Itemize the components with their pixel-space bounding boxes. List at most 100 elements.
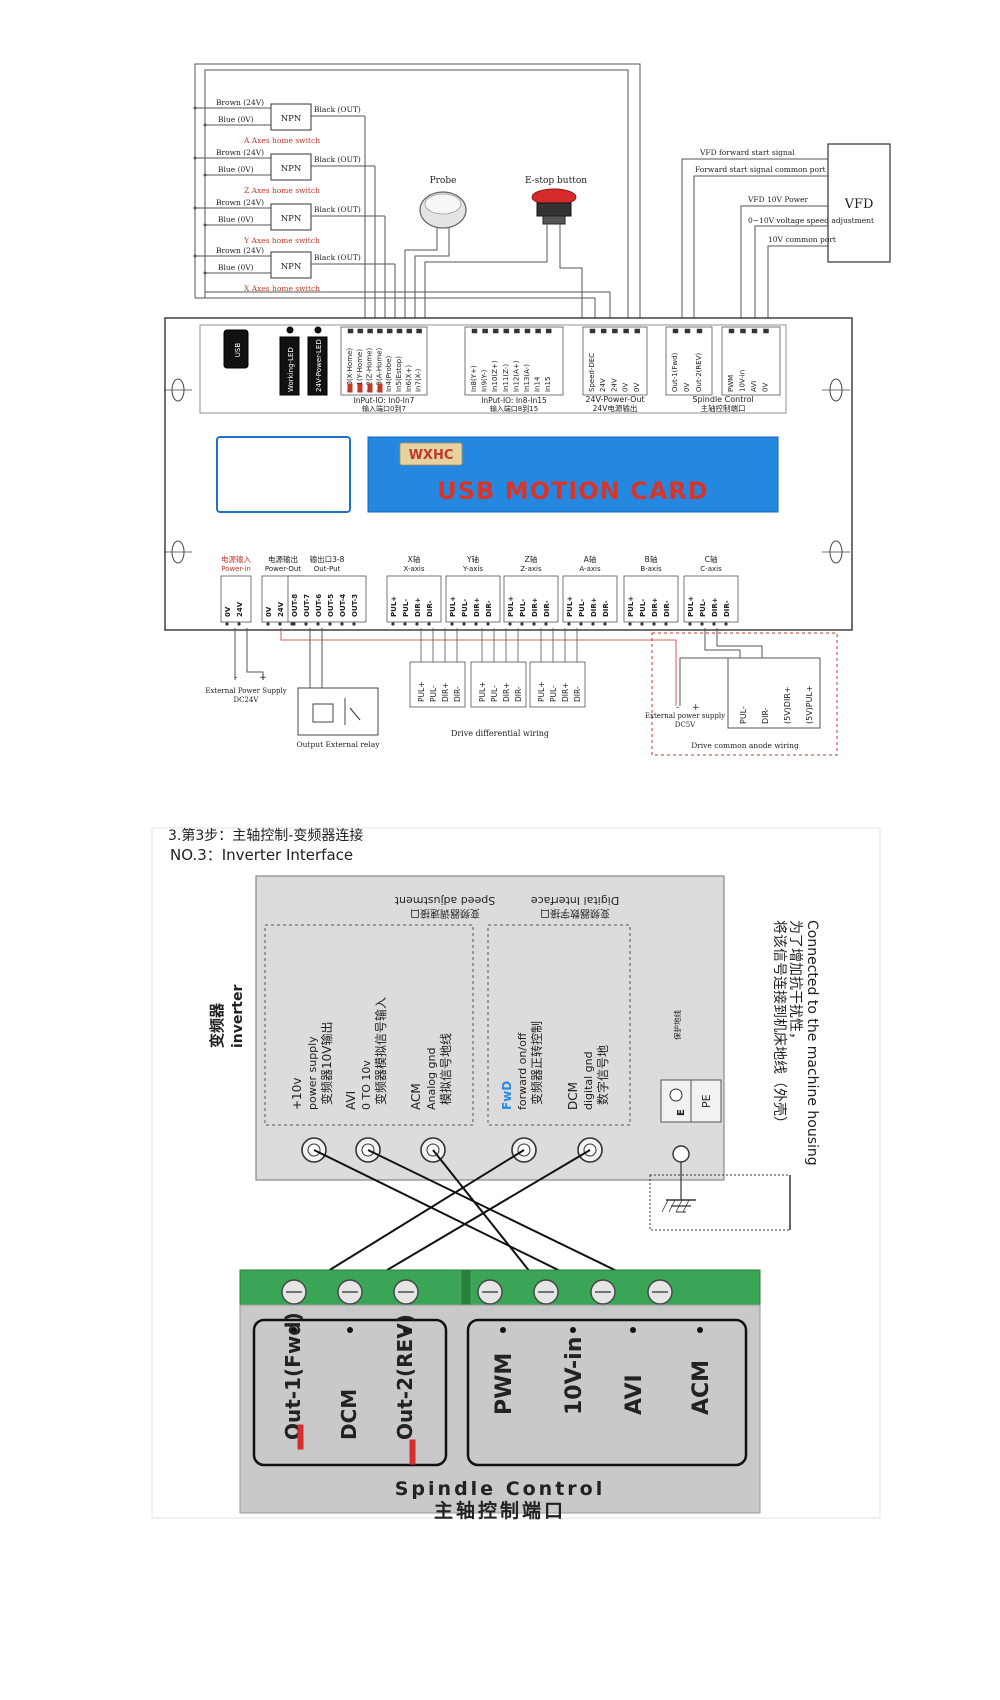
estop-base bbox=[542, 215, 566, 225]
pin-terminal bbox=[377, 328, 383, 334]
bottom-pin-label: PUL- bbox=[519, 599, 527, 617]
input-block-2-label: InPut-IO: In8-In15 bbox=[481, 396, 547, 405]
crossing-wire bbox=[293, 1149, 525, 1293]
input-pin-label: 0V bbox=[683, 383, 691, 392]
crossing-wire bbox=[367, 1149, 661, 1293]
spindle-port-photo bbox=[239, 1304, 761, 1514]
bottom-pin-label: OUT-5 bbox=[327, 594, 335, 617]
pin-terminal bbox=[367, 328, 373, 334]
digital-cn: 变频器数字接口 bbox=[540, 907, 610, 920]
bottom-group-en: B-axis bbox=[640, 565, 662, 573]
pin-dot bbox=[352, 622, 356, 626]
home-switch-label: Z Axes home switch bbox=[244, 186, 320, 195]
pin-terminal bbox=[672, 328, 679, 334]
bottom-pin-label: DIR- bbox=[426, 600, 434, 617]
pin-dot bbox=[415, 622, 419, 626]
input-pin-label: In10(Z+) bbox=[491, 360, 499, 392]
terminal-name: FwD bbox=[500, 1081, 514, 1110]
photo-dot bbox=[697, 1327, 703, 1333]
estop-wire bbox=[559, 224, 583, 325]
terminal-en: 0 TO 10v bbox=[360, 1060, 373, 1110]
pin-dot bbox=[700, 622, 704, 626]
pin-dot bbox=[591, 622, 595, 626]
pin-dot bbox=[304, 622, 308, 626]
lcd-display bbox=[216, 436, 351, 513]
probe-wire bbox=[404, 228, 438, 325]
digital-en: Digital Interface bbox=[531, 894, 620, 907]
input-block-1-cn: 输入端口0到7 bbox=[362, 404, 406, 413]
driver-pin-label: PUL- bbox=[429, 685, 438, 702]
bottom-group-en: Power-in bbox=[221, 565, 251, 573]
vfd-fwd-signal-label: VFD forward start signal bbox=[699, 148, 795, 157]
switch-brown-label: Brown (24V) bbox=[216, 148, 264, 157]
pin-dot bbox=[532, 622, 536, 626]
pin-terminal bbox=[406, 328, 413, 334]
photo-left-label: Out-2(REV) bbox=[393, 1314, 417, 1440]
inverter-cn: 变频器 bbox=[208, 1002, 226, 1048]
bottom-connector bbox=[445, 575, 501, 623]
pin-dot bbox=[712, 622, 716, 626]
bus-0v-to-card bbox=[205, 291, 611, 325]
pin-dot bbox=[724, 622, 728, 626]
digital-group bbox=[487, 924, 631, 1126]
photo-right-label: AVI bbox=[622, 1374, 647, 1415]
terminal-name: +10v bbox=[290, 1078, 304, 1110]
estop-body bbox=[536, 202, 572, 217]
note-en: Connected to the machine housing bbox=[804, 920, 820, 1166]
pin-terminal bbox=[471, 328, 478, 334]
npn-label: NPN bbox=[281, 262, 302, 272]
input-pin-label: In13(A-) bbox=[523, 364, 531, 392]
spindle-header-2 bbox=[721, 326, 781, 396]
input-pin-label: In2(Z-Home) bbox=[366, 347, 374, 392]
bottom-group-cn: Y轴 bbox=[466, 554, 479, 564]
bottom-group-cn: X轴 bbox=[408, 554, 421, 564]
red-marker bbox=[347, 383, 353, 393]
bottom-pin-label: 0V bbox=[265, 606, 273, 617]
switch-blue-label: Blue (0V) bbox=[218, 165, 254, 174]
anode-label: Drive common anode wiring bbox=[691, 741, 799, 750]
input-pin-label: Out-1(Fwd) bbox=[671, 352, 679, 392]
bottom-group-cn: C轴 bbox=[705, 554, 718, 564]
driver-pin-label: DIR+ bbox=[561, 683, 570, 702]
driver-pin-label: DIR- bbox=[514, 686, 523, 702]
pin-terminal bbox=[514, 328, 520, 334]
input-pin-label: 24V bbox=[599, 378, 607, 392]
input-header-1 bbox=[340, 326, 428, 396]
pin-terminal bbox=[728, 328, 735, 334]
pin-terminal bbox=[589, 328, 596, 334]
input-pin-label: In8(Y+) bbox=[470, 365, 478, 392]
working-led-icon bbox=[286, 326, 294, 334]
npn-sensor-box bbox=[270, 203, 312, 231]
pin-terminal bbox=[482, 328, 488, 334]
pe-cn: 保护地线 bbox=[672, 1010, 682, 1040]
estop-label: E-stop button bbox=[525, 176, 587, 186]
usb-label: USB bbox=[234, 343, 242, 358]
terminal-cn: 数字信号地 bbox=[595, 1045, 610, 1105]
pin-dot bbox=[652, 622, 656, 626]
terminal-name: ACM bbox=[409, 1083, 423, 1110]
photo-dot bbox=[403, 1327, 409, 1333]
photo-dot bbox=[347, 1327, 353, 1333]
relay-coil-icon bbox=[312, 703, 334, 723]
power-out-header bbox=[582, 326, 648, 396]
driver-pin-label: PUL+ bbox=[537, 682, 546, 702]
home-switch-label: X Axes home switch bbox=[244, 284, 320, 293]
bottom-pin-label: PUL- bbox=[699, 599, 707, 617]
anode-pin-label: (5V)PUL+ bbox=[805, 685, 814, 724]
bus-24v-to-card bbox=[195, 297, 596, 325]
terminal-en: digital gnd bbox=[582, 1051, 595, 1110]
driver-pin-label: DIR+ bbox=[502, 683, 511, 702]
driver-pin-label: DIR+ bbox=[441, 683, 450, 702]
note-cn1: 为了增加抗干扰性， bbox=[787, 920, 803, 1046]
bottom-pin-label: DIR+ bbox=[531, 597, 539, 617]
pe-e-label: E bbox=[676, 1109, 687, 1116]
home-switch-label: Y Axes home switch bbox=[243, 236, 320, 245]
pin-terminal bbox=[623, 328, 629, 334]
driver-box bbox=[470, 661, 527, 708]
bottom-group-en: Out-Put bbox=[314, 565, 341, 573]
bottom-group-cn: Z轴 bbox=[525, 554, 538, 564]
pin-dot bbox=[278, 622, 282, 626]
photo-red-mark bbox=[297, 1424, 304, 1450]
bottom-pin-label: DIR+ bbox=[414, 597, 422, 617]
pin-terminal bbox=[763, 328, 769, 334]
